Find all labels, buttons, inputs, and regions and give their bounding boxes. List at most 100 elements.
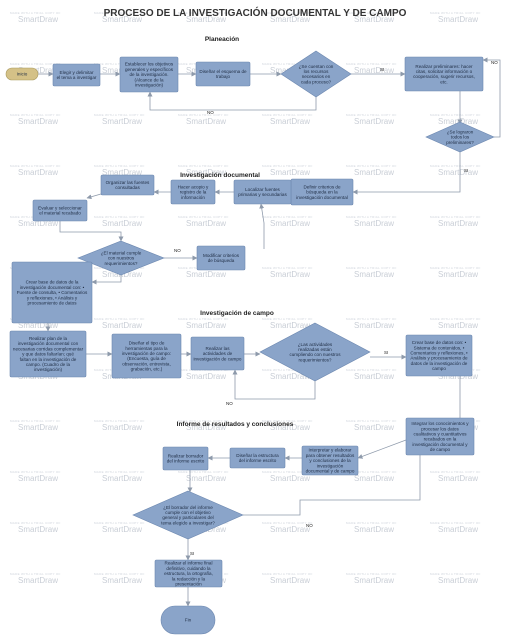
decision-shape xyxy=(259,322,371,382)
process-shape xyxy=(11,261,93,324)
watermark-small-text: MADE WITH A TRIAL COPY OF xyxy=(262,266,313,270)
watermark-small-text: MADE WITH A TRIAL COPY OF xyxy=(346,113,397,117)
watermark-small-text: MADE WITH A TRIAL COPY OF xyxy=(430,164,481,168)
watermark-brand-text: SmartDraw xyxy=(186,219,226,228)
watermark-brand-text: SmartDraw xyxy=(270,219,310,228)
watermark-brand-text: SmartDraw xyxy=(354,576,394,585)
process-shape xyxy=(119,56,179,93)
watermark-brand-text: SmartDraw xyxy=(18,219,58,228)
watermark-small-text: MADE WITH A TRIAL COPY OF xyxy=(430,113,481,117)
label-no-borrador: NO xyxy=(306,523,313,528)
watermark-brand-text: SmartDraw xyxy=(18,423,58,432)
watermark-brand-text: SmartDraw xyxy=(186,15,226,24)
watermark-small-text: MADE WITH A TRIAL COPY OF xyxy=(178,11,229,15)
watermark-small-text: MADE WITH A TRIAL COPY OF xyxy=(94,164,145,168)
watermark-small-text: MADE WITH A TRIAL COPY OF xyxy=(430,521,481,525)
watermark-small-text: MADE WITH A TRIAL COPY OF xyxy=(262,62,313,66)
watermark-small-text: MADE WITH A TRIAL COPY OF xyxy=(430,215,481,219)
watermark-small-text: MADE WITH A TRIAL COPY OF xyxy=(94,470,145,474)
process-shape xyxy=(301,445,359,476)
watermark-small-text: MADE WITH A TRIAL COPY OF xyxy=(10,470,61,474)
watermark-small-text: MADE WITH A TRIAL COPY OF xyxy=(262,419,313,423)
watermark-small-text: MADE WITH A TRIAL COPY OF xyxy=(178,113,229,117)
watermark-small-text: MADE WITH A TRIAL COPY OF xyxy=(94,317,145,321)
watermark-small-text: MADE WITH A TRIAL COPY OF xyxy=(346,470,397,474)
watermark-small-text: MADE WITH A TRIAL COPY OF xyxy=(262,572,313,576)
label-no-preliminares: NO xyxy=(491,60,498,65)
watermark-brand-text: SmartDraw xyxy=(186,270,226,279)
section-investigacion-documental: Investigación documental xyxy=(180,172,260,179)
watermark-brand-text: SmartDraw xyxy=(186,423,226,432)
node-crear-base-campo: Crear base de datos con: •Sistema de con… xyxy=(405,334,473,377)
watermark-brand-text: SmartDraw xyxy=(270,168,310,177)
watermark-brand-text: SmartDraw xyxy=(102,168,142,177)
watermark-small-text: MADE WITH A TRIAL COPY OF xyxy=(10,572,61,576)
label-no-recursos: NO xyxy=(207,110,214,115)
watermark-brand-text: SmartDraw xyxy=(270,423,310,432)
watermark-small-text: MADE WITH A TRIAL COPY OF xyxy=(178,215,229,219)
watermark-small-text: MADE WITH A TRIAL COPY OF xyxy=(262,470,313,474)
process-shape xyxy=(52,63,101,87)
watermark-small-text: MADE WITH A TRIAL COPY OF xyxy=(430,470,481,474)
watermark-brand-text: SmartDraw xyxy=(102,321,142,330)
watermark-brand-text: SmartDraw xyxy=(438,372,478,381)
watermark-small-text: MADE WITH A TRIAL COPY OF xyxy=(346,368,397,372)
watermark-brand-text: SmartDraw xyxy=(18,15,58,24)
watermark-small-text: MADE WITH A TRIAL COPY OF xyxy=(262,215,313,219)
process-shape xyxy=(190,336,245,371)
watermark-small-text: MADE WITH A TRIAL COPY OF xyxy=(262,11,313,15)
watermark-small-text: MADE WITH A TRIAL COPY OF xyxy=(346,572,397,576)
process-shape xyxy=(100,174,155,196)
terminator-shape xyxy=(160,605,216,635)
watermark-small-text: MADE WITH A TRIAL COPY OF xyxy=(178,419,229,423)
label-no-actividades: NO xyxy=(226,401,233,406)
label-si-preliminares: SI xyxy=(464,168,468,173)
watermark-brand-text: SmartDraw xyxy=(354,219,394,228)
connector-lines xyxy=(38,57,501,607)
watermark-small-text: MADE WITH A TRIAL COPY OF xyxy=(262,368,313,372)
process-shape xyxy=(404,56,484,92)
process-shape xyxy=(111,333,182,379)
watermark-brand-text: SmartDraw xyxy=(18,117,58,126)
decision-shape xyxy=(132,490,244,540)
watermark-brand-text: SmartDraw xyxy=(102,117,142,126)
watermark-brand-text: SmartDraw xyxy=(354,474,394,483)
process-shape xyxy=(229,447,286,469)
process-shape xyxy=(233,179,292,205)
process-shape xyxy=(405,417,475,456)
watermark-brand-text: SmartDraw xyxy=(18,474,58,483)
watermark-small-text: MADE WITH A TRIAL COPY OF xyxy=(346,11,397,15)
watermark-brand-text: SmartDraw xyxy=(102,423,142,432)
watermark-brand-text: SmartDraw xyxy=(270,270,310,279)
watermark-brand-text: SmartDraw xyxy=(438,219,478,228)
decision-shape xyxy=(280,50,352,98)
watermark-small-text: MADE WITH A TRIAL COPY OF xyxy=(262,164,313,168)
watermark-brand-text: SmartDraw xyxy=(438,576,478,585)
watermark-brand-text: SmartDraw xyxy=(102,15,142,24)
